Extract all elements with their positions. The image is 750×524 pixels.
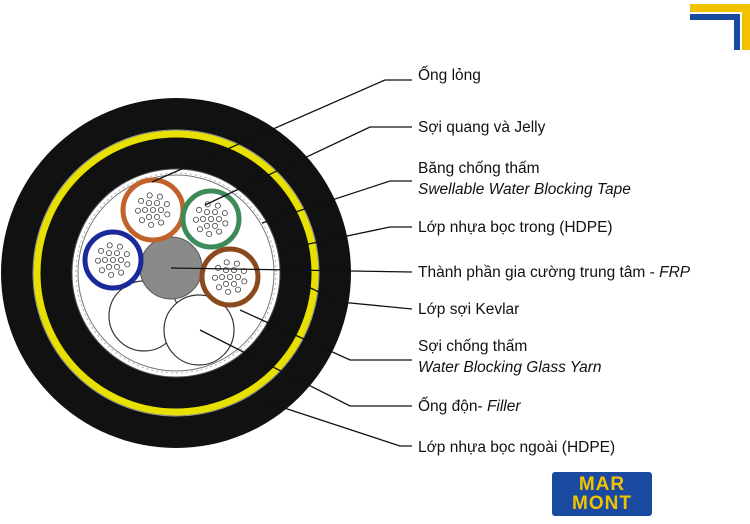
label-yarn-vi: Sợi chống thấm — [418, 338, 527, 355]
label-tape-vi: Băng chống thấm — [418, 160, 540, 177]
fiber-dot — [156, 193, 163, 200]
fiber-dot — [163, 201, 170, 208]
fiber-dot — [158, 219, 165, 226]
fiber-dot — [114, 250, 121, 257]
fiber-dot — [207, 215, 214, 222]
fiber-dot — [98, 267, 105, 274]
label-filler-suffix: Filler — [487, 398, 521, 415]
fiber-dot — [225, 288, 232, 295]
fiber-dot — [106, 242, 113, 249]
fiber-dot — [164, 211, 171, 218]
label-frp-suffix: FRP — [659, 264, 691, 281]
fiber-dot — [223, 259, 230, 266]
kevlar-ring — [33, 130, 319, 416]
fiber-dot — [203, 209, 210, 216]
fiber-dot — [108, 271, 115, 278]
leader-lines — [151, 79, 413, 447]
fiber-dot — [211, 222, 218, 229]
fiber-dot — [106, 250, 113, 257]
fiber-dot — [123, 251, 130, 258]
leader-line-loose-tube — [151, 79, 412, 183]
fiber-dot — [222, 280, 229, 287]
leader-line-tape — [261, 180, 412, 224]
fiber-dot — [235, 286, 242, 293]
fiber-dot — [211, 209, 218, 216]
fiber-dot — [226, 273, 233, 280]
fiber-dot — [196, 226, 203, 233]
fiber-dot — [116, 243, 123, 250]
fiber-dot — [222, 220, 229, 227]
label-inner-sheath: Lớp nhựa bọc trong (HDPE) — [418, 219, 613, 236]
fiber-dot — [241, 278, 248, 285]
fiber-dot — [203, 222, 210, 229]
fiber-dot — [114, 263, 121, 270]
logo-line-2: MONT — [572, 493, 632, 514]
fiber-dot — [141, 206, 148, 213]
label-frp-main: Thành phần gia cường trung tâm - — [418, 264, 659, 281]
fiber-dot — [230, 280, 237, 287]
fiber-dot — [234, 273, 241, 280]
fiber-dot — [214, 202, 221, 209]
label-kevlar: Lớp sợi Kevlar — [418, 301, 519, 318]
fiber-dot — [216, 228, 223, 235]
fiber-dot — [212, 274, 219, 281]
fiber-dot — [148, 221, 155, 228]
fiber-dot — [196, 206, 203, 213]
leader-line-outer-sheath — [259, 399, 412, 447]
label-fiber-jelly: Sợi quang và Jelly — [418, 119, 546, 136]
labels: Ống lỏng Sợi quang và Jelly Băng chống t… — [418, 66, 691, 456]
fiber-dot — [149, 206, 156, 213]
label-tape-en: Swellable Water Blocking Tape — [418, 181, 631, 198]
fiber-dot — [218, 273, 225, 280]
fiber-dot — [102, 256, 109, 263]
fiber-dot — [124, 261, 131, 268]
fiber-dot — [215, 264, 222, 271]
fiber-dot — [138, 217, 145, 224]
fiber-dot — [135, 207, 142, 214]
fiber-dot — [199, 215, 206, 222]
fiber-dot — [206, 230, 213, 237]
fiber-dot — [106, 263, 113, 270]
filler-tube-right — [163, 294, 235, 366]
leader-line-yarn — [239, 309, 412, 361]
fiber-dot — [230, 267, 237, 274]
label-outer-sheath: Lớp nhựa bọc ngoài (HDPE) — [418, 439, 615, 456]
marmont-logo: MAR MONT — [552, 472, 652, 516]
fiber-dot — [153, 213, 160, 220]
label-loose-tube: Ống lỏng — [418, 66, 481, 84]
fiber-dot — [145, 200, 152, 207]
fiber-dot — [95, 257, 102, 264]
leader-line-inner-sheath — [279, 226, 412, 251]
leader-line-kevlar — [299, 282, 413, 310]
fiber-dot — [98, 247, 105, 254]
fiber-dot — [110, 256, 117, 263]
logo-line-1: MAR — [578, 474, 626, 495]
label-yarn-en: Water Blocking Glass Yarn — [418, 359, 602, 376]
kevlar-ring-edge — [32, 129, 320, 417]
fiber-dot — [193, 216, 200, 223]
fiber-dot — [145, 213, 152, 220]
fiber-dot — [138, 197, 145, 204]
fiber-dot — [233, 260, 240, 267]
cable-cross-section — [1, 98, 351, 448]
fiber-dot — [146, 192, 153, 199]
fiber-dot — [118, 269, 125, 276]
fiber-dot — [215, 284, 222, 291]
fiber-dot — [153, 200, 160, 207]
fiber-dot — [221, 210, 228, 217]
fiber-dot — [118, 256, 125, 263]
leader-line-filler — [199, 329, 412, 407]
label-filler: Ống độn- Filler — [418, 397, 521, 415]
corner-bracket-icon — [690, 4, 750, 50]
leader-line-frp — [170, 267, 413, 273]
fiber-dot — [215, 215, 222, 222]
fiber-dot — [157, 206, 164, 213]
label-filler-main: Ống độn- — [418, 397, 487, 415]
leader-line-fiber-jelly — [204, 126, 412, 206]
label-frp: Thành phần gia cường trung tâm - FRP — [418, 264, 691, 281]
